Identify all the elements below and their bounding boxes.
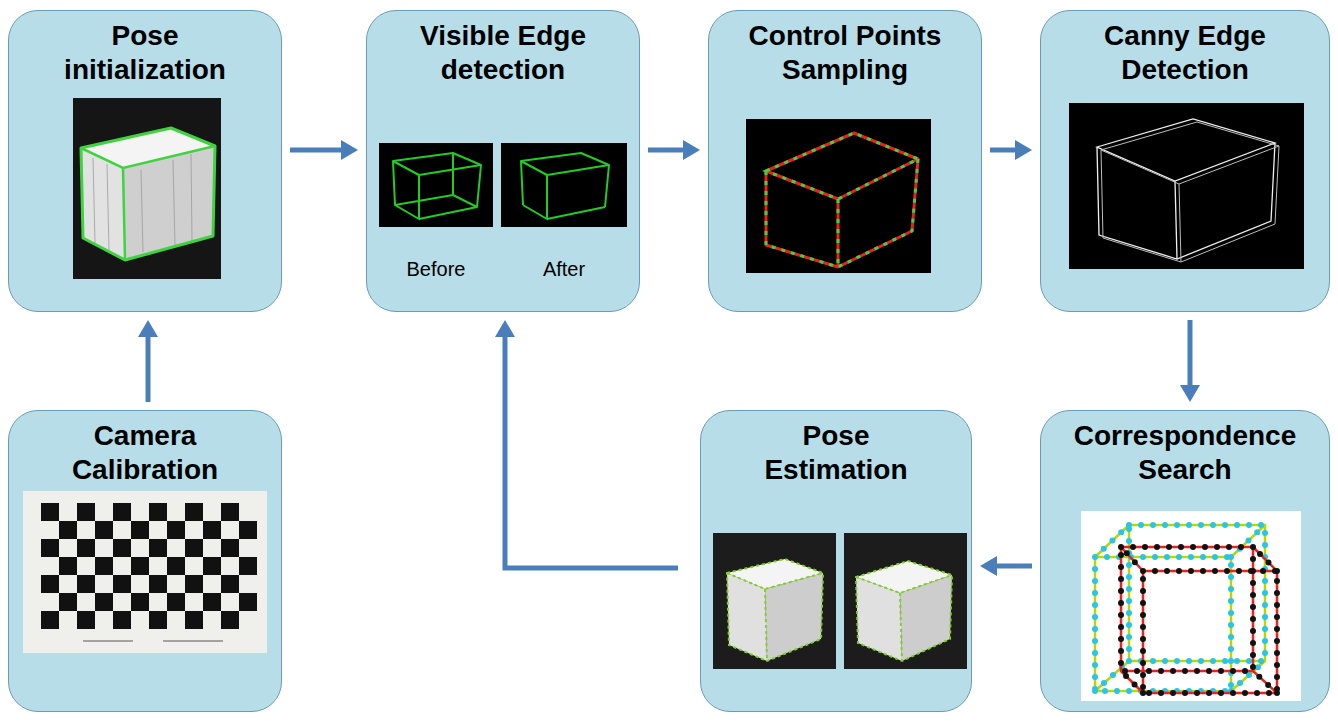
flow-arrow (1180, 320, 1200, 402)
arrow-head (683, 140, 700, 160)
arrow-head (1180, 385, 1200, 402)
node-title: Canny Edge Detection (1090, 19, 1280, 87)
node-title: Camera Calibration (50, 419, 240, 487)
flow-arrow (138, 320, 158, 402)
arrow-line (146, 332, 151, 402)
node-title: Visible Edge detection (398, 19, 608, 87)
caption-slot: After (501, 257, 627, 281)
process-box: Canny Edge Detection (1040, 10, 1330, 312)
node-title: Pose Estimation (746, 419, 926, 487)
correspondence-image (1081, 511, 1301, 701)
flow-arrow (290, 140, 358, 160)
node-title: Pose initialization (55, 19, 235, 87)
arrow-head (980, 556, 997, 576)
process-box: Pose initialization (8, 10, 282, 312)
arrow-line (648, 148, 688, 153)
arrow-head (1015, 140, 1032, 160)
process-box: Pose Estimation (700, 410, 972, 712)
flow-arrow (648, 140, 700, 160)
image-caption: After (501, 257, 627, 281)
cube-photo (73, 98, 221, 279)
canny-edge-image (1069, 103, 1304, 269)
process-box: Control Points Sampling (708, 10, 982, 312)
arrow-line (290, 148, 346, 153)
arrow-head (341, 140, 358, 160)
arrow-line (1188, 320, 1193, 390)
caption-slot: Before (379, 257, 493, 281)
arrow-line (505, 332, 678, 568)
image-caption: Before (379, 257, 493, 281)
arrow-head (495, 320, 515, 337)
process-box: Camera Calibration (8, 410, 282, 712)
node-title: Correspondence Search (1050, 419, 1320, 487)
arrow-head (138, 320, 158, 337)
process-box: Correspondence Search (1040, 410, 1330, 712)
wireframe-images (379, 143, 629, 227)
flow-arrow (990, 140, 1032, 160)
flow-arrow (495, 320, 678, 568)
arrow-line (992, 564, 1032, 569)
control-points-image (746, 119, 931, 273)
node-title: Control Points Sampling (733, 19, 957, 87)
pose-result-photos (713, 533, 967, 669)
process-box: Visible Edge detectionBefore After (366, 10, 640, 312)
flow-arrow (980, 556, 1032, 576)
checkerboard-image (23, 491, 267, 653)
